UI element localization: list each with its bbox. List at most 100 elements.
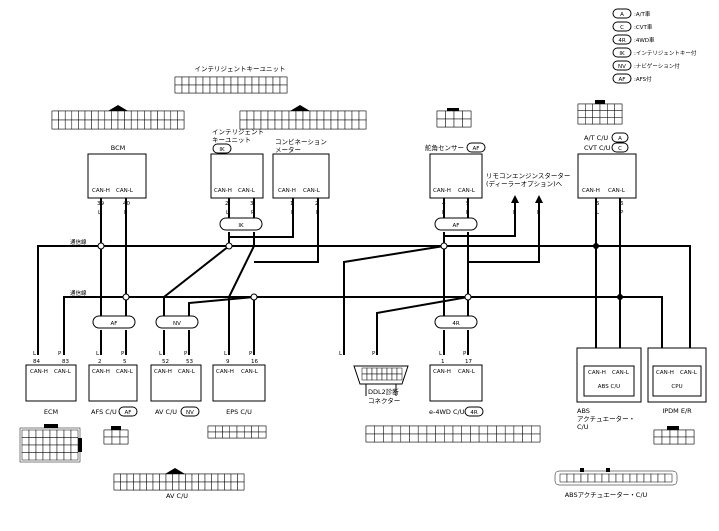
connector-pin-cell [381,373,388,381]
connector-pin-cell [144,119,152,130]
connector-pin-cell [71,110,79,121]
av-connector-face [113,468,245,491]
connector-pin-cell [188,84,197,94]
connector-pin-cell [246,110,255,121]
connector-pin-cell [139,473,147,483]
connector-pin-cell [237,84,246,94]
connector-pin-cell [361,367,368,375]
legend-item-c: C :CVT車 [612,21,653,32]
connector-pin-cell [202,76,211,86]
connector-pin-cell [272,76,281,86]
remote-starter-label-1: リモコンエンジンスターター [486,171,570,180]
connector-pin-cell [181,84,190,94]
connector-pin-cell [230,76,239,86]
connector-pin-cell [381,367,388,375]
connector-pin-cell [119,436,129,445]
connector-pin-cell [56,444,65,453]
svg-text:NV: NV [618,64,626,70]
connector-pin-cell [487,425,497,435]
svg-text:CAN-H: CAN-H [154,369,172,375]
connector-pin-cell [56,429,65,438]
connector-pin-cell [224,481,232,491]
connector-pin-cell [599,117,608,125]
connector-pin-cell [124,110,132,121]
connector-pin-cell [677,429,687,438]
connector-pin-cell [91,110,99,121]
connector-pin-cell [165,481,173,491]
svg-text:4R: 4R [618,38,625,44]
connector-pin-cell [35,437,44,446]
connector-pin-cell [170,119,178,130]
option-pill-af-low: AF [92,315,136,329]
connector-pin-cell [531,425,541,435]
ik-connector-face-b [239,105,367,130]
connector-pin-cell [391,367,398,375]
connector-pin-cell [49,444,58,453]
connector-pin-cell [258,425,267,433]
tcm-box [577,153,637,199]
connector-pin-cell [351,119,360,130]
connector-pin-cell [669,436,679,445]
connector-pin-cell [222,431,230,439]
connector-pin-cell [274,110,283,121]
connector-pin-cell [70,437,79,446]
connector-pin-cell [21,444,30,453]
connector-pin-cell [70,452,79,461]
connector-pin-cell [386,373,393,381]
bcm-connector-face [51,105,185,130]
connector-pin-cell [63,444,72,453]
connector-pin-cell [302,110,311,121]
connector-pin-cell [191,481,199,491]
connector-pin-cell [426,425,436,435]
connector-pin-cell [42,429,51,438]
bus-1-label: 通信線 [70,238,87,246]
abs-connector-face [554,468,678,486]
connector-pin-cell [157,119,165,130]
svg-text:L: L [224,351,228,357]
connector-pin-cell [21,452,30,461]
connector-pin-cell [573,473,582,483]
connector-pin-cell [478,433,489,443]
connector-pin-cell [217,481,225,491]
svg-text:AF: AF [619,77,626,83]
connector-pin-cell [165,473,173,483]
connector-pin-cell [614,110,623,118]
connector-pin-cell [260,110,269,121]
svg-text:C: C [618,146,622,152]
connector-pin-cell [601,473,610,483]
connector-pin-cell [559,473,568,483]
connector-pin-cell [239,110,248,121]
legend: A :A/T車 C :CVT車 4R :4WD車 IK :インテリジェントキー付… [612,8,697,84]
connector-pin-cell [374,425,384,435]
connector-pin-cell [417,433,428,443]
connector-pin-cell [615,473,624,483]
connector-pin-cell [309,119,318,130]
ecm-box [25,364,77,402]
connector-pin-cell [462,118,472,128]
connector-pin-cell [258,76,267,86]
connector-pin-cell [51,110,59,121]
connector-pin-cell [599,103,608,111]
ik-connector-face-a [174,76,288,94]
connector-pin-cell [111,436,121,445]
connector-pin-cell [396,373,403,381]
connector-pin-cell [436,110,446,120]
svg-text:CAN-H: CAN-H [214,188,232,194]
connector-pin-cell [585,117,593,125]
svg-text:CAN-L: CAN-L [608,188,626,194]
svg-text:5: 5 [596,201,600,207]
connector-pin-cell [152,473,160,483]
svg-text::インテリジェントキー付: :インテリジェントキー付 [634,49,697,57]
connector-pin-cell [396,367,403,375]
connector-pin-cell [580,473,589,483]
connector-pin-cell [124,119,132,130]
connector-pin-cell [496,433,506,443]
tcm-at-label: A/T C/U [584,134,608,142]
svg-text:IK: IK [219,147,225,153]
combi-meter-label-1: コンビネーション [275,137,327,146]
connector-pin-cell [391,373,398,381]
connector-pin-cell [178,473,186,483]
connector-pin-cell [358,110,367,121]
connector-pin-cell [191,473,199,483]
ik-unit-label-1: インテリジェント [212,128,264,136]
